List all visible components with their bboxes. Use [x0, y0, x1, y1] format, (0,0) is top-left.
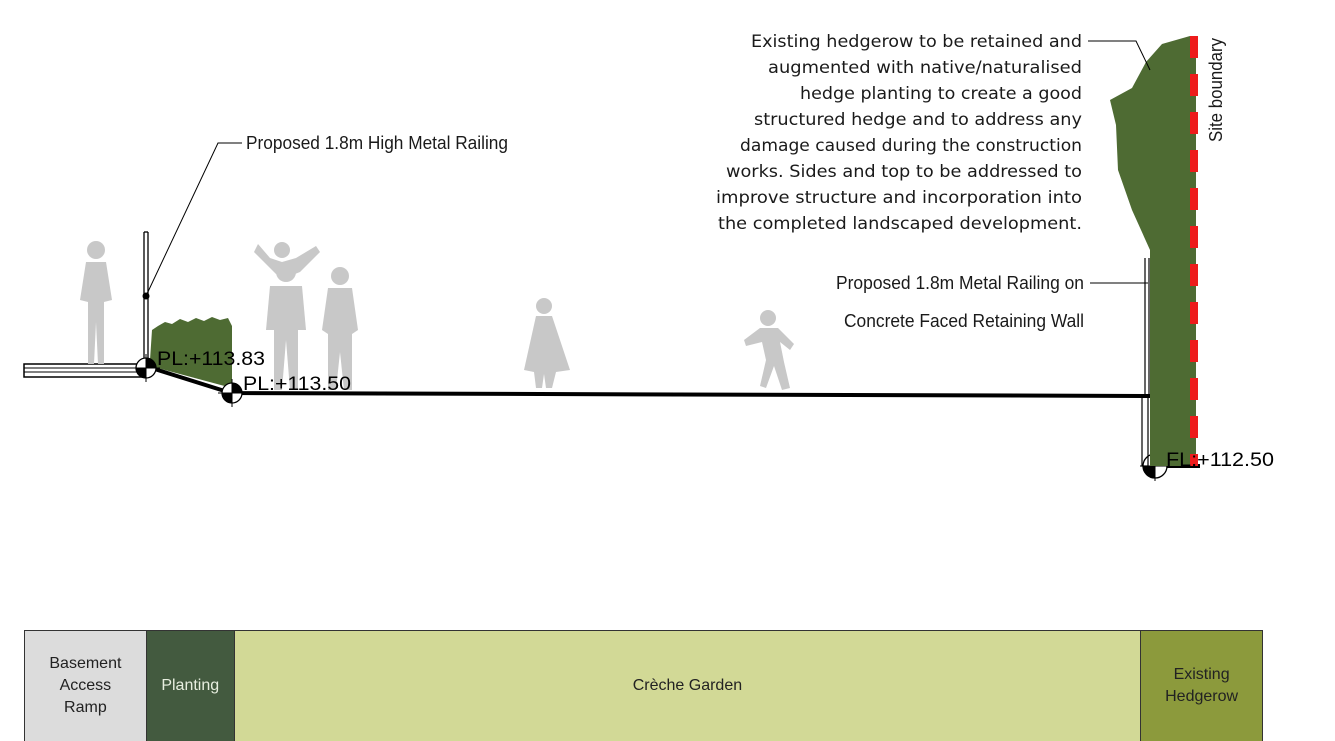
level-marker-upper — [132, 354, 160, 382]
hedgerow-note-line: Existing hedgerow to be retained and — [751, 32, 1082, 51]
left-railing — [143, 231, 149, 366]
zone-basement-access-ramp: Basement Access Ramp — [25, 631, 147, 741]
label-railing-right-line1: Proposed 1.8m Metal Railing on — [836, 273, 1084, 293]
retaining-wall — [1141, 258, 1150, 467]
leader-railing-left — [142, 142, 242, 300]
leader-hedgerow-note — [1088, 40, 1151, 71]
label-railing-left: Proposed 1.8m High Metal Railing — [246, 133, 508, 153]
hedgerow-note-line: structured hedge and to address any — [754, 110, 1082, 129]
label-site-boundary: Site boundary — [1206, 38, 1226, 142]
zone-planting: Planting — [146, 631, 235, 741]
label-railing-right-line2: Concrete Faced Retaining Wall — [844, 311, 1084, 331]
basement-ramp-slab — [23, 363, 146, 378]
planting-bed — [150, 317, 232, 388]
existing-hedgerow — [1110, 36, 1196, 466]
zone-creche-garden: Crèche Garden — [234, 631, 1142, 741]
level-label-lower: PL:+113.50 — [243, 374, 351, 395]
level-label-fl: FL:+112.50 — [1166, 450, 1274, 471]
level-marker-lower — [218, 379, 246, 407]
figure-adult-with-child — [254, 242, 320, 390]
figure-adult-woman — [322, 267, 358, 390]
hedgerow-note-line: the completed landscaped development. — [718, 214, 1082, 233]
hedgerow-note-line: improve structure and incorporation into — [716, 188, 1082, 207]
hedgerow-note-line: works. Sides and top to be addressed to — [726, 162, 1082, 181]
hedgerow-note: Existing hedgerow to be retained and aug… — [716, 32, 1082, 233]
hedgerow-note-line: hedge planting to create a good — [800, 84, 1082, 103]
figure-child-dress — [524, 298, 570, 388]
hedgerow-note-line: augmented with native/naturalised — [768, 58, 1082, 77]
zone-bar: Basement Access Ramp Planting Crèche Gar… — [24, 630, 1263, 741]
level-label-upper: PL:+113.83 — [157, 349, 265, 370]
section-drawing: Proposed 1.8m High Metal Railing Propose… — [23, 32, 1274, 481]
figure-adult-left — [80, 241, 112, 364]
figure-child-running — [744, 310, 794, 390]
hedgerow-note-line: damage caused during the construction — [740, 136, 1082, 155]
zone-existing-hedgerow: Existing Hedgerow — [1141, 631, 1262, 741]
